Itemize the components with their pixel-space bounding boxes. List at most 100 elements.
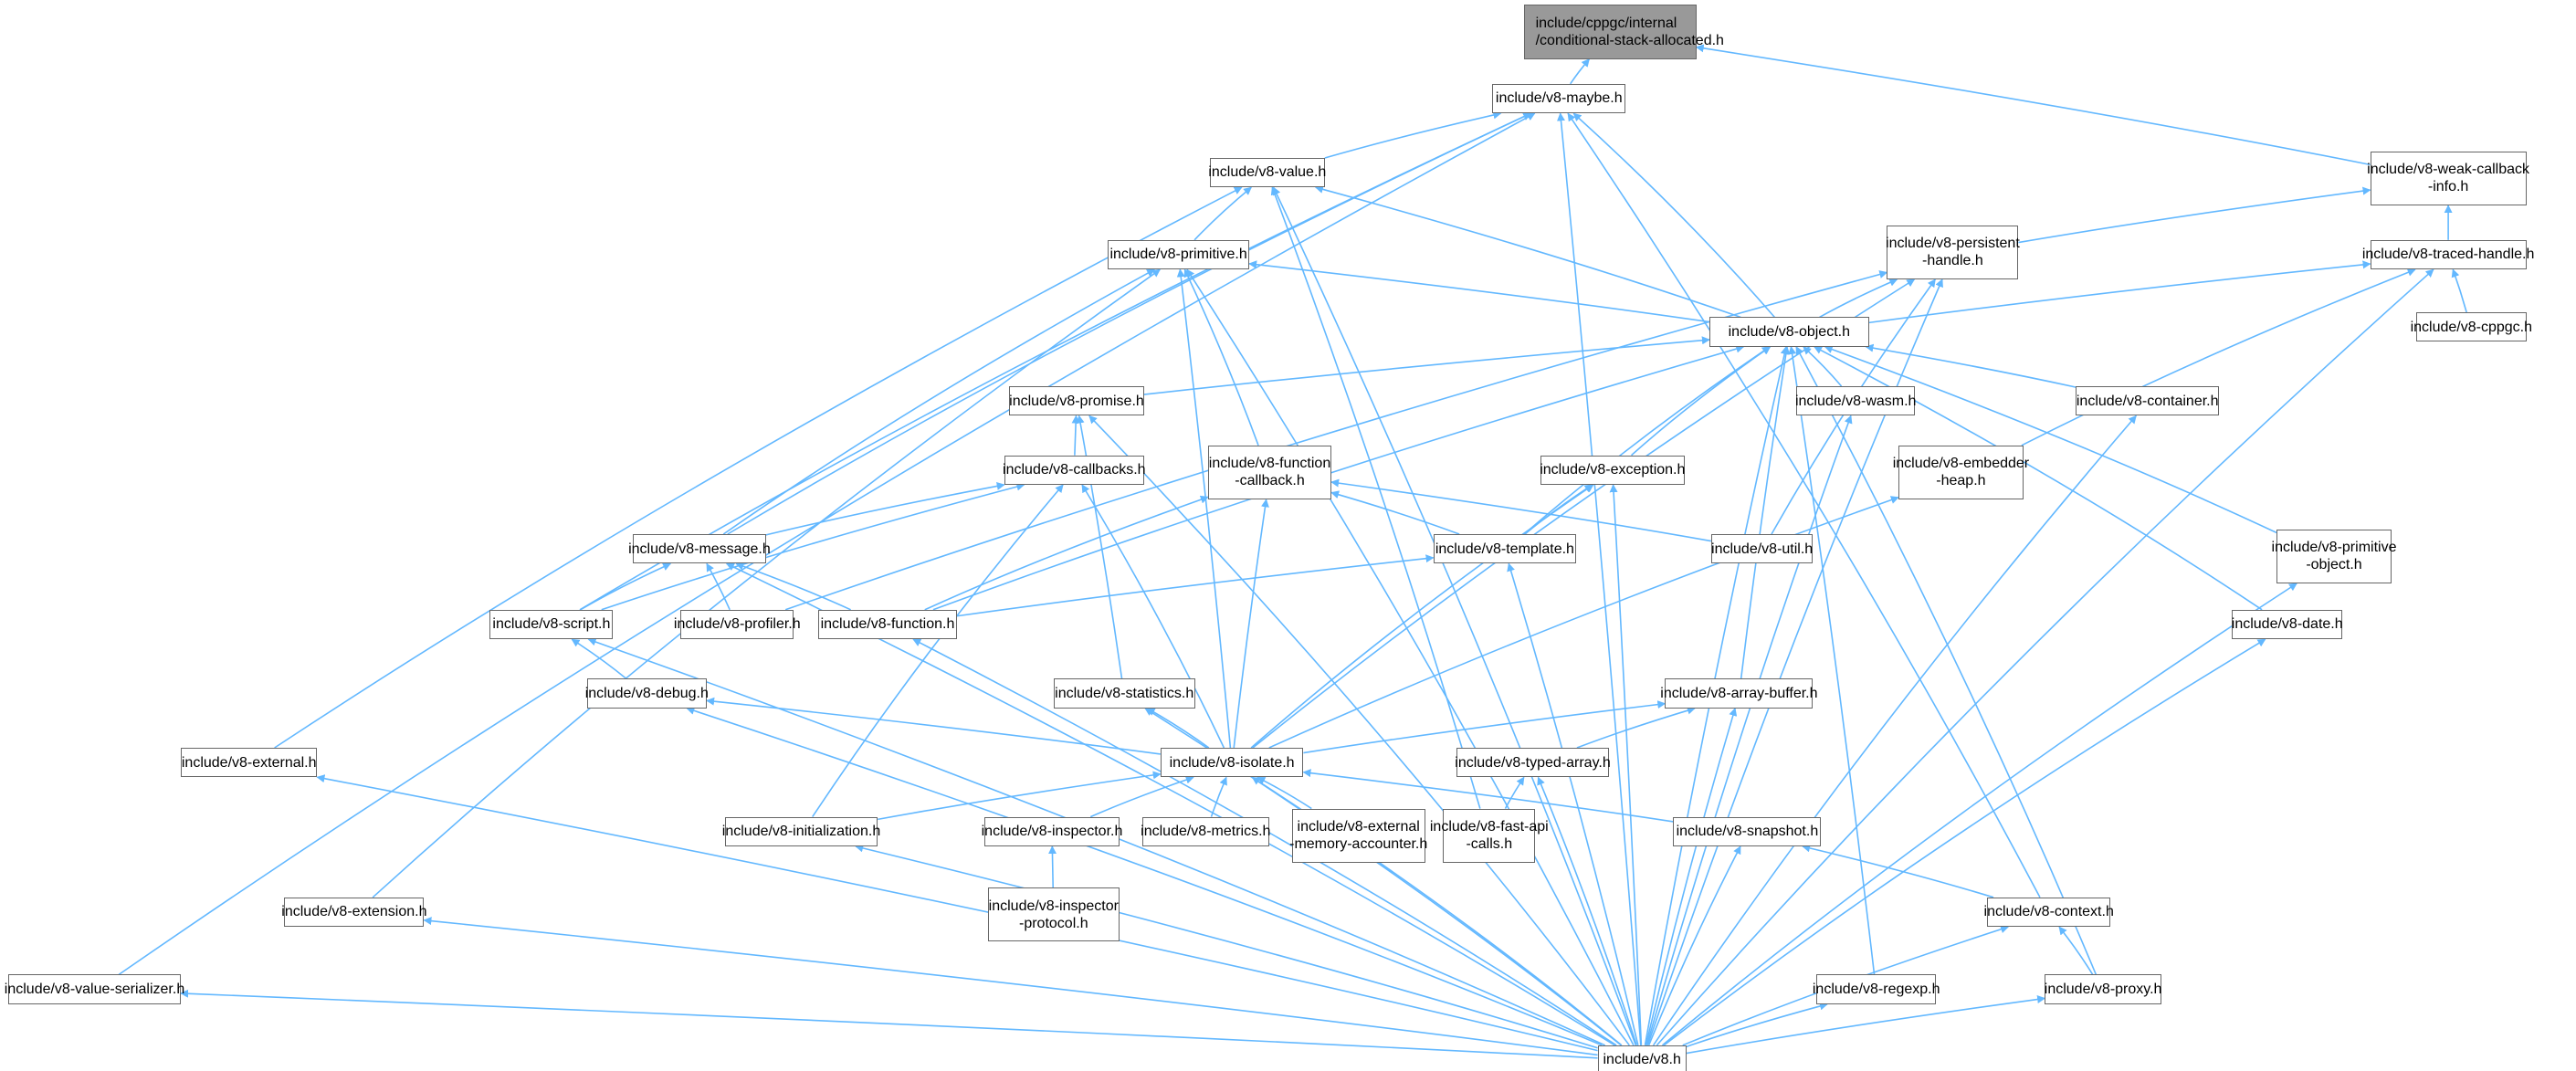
node-extension[interactable]: include/v8-extension.h — [281, 897, 427, 928]
node-debug[interactable]: include/v8-debug.h — [585, 678, 709, 709]
node-external[interactable]: include/v8-external.h — [181, 748, 318, 778]
node-date[interactable]: include/v8-date.h — [2232, 609, 2343, 640]
node-label: include/v8-embedder — [1892, 456, 2030, 472]
edge-v8-to-primitive — [1186, 268, 1635, 1046]
node-snapshot[interactable]: include/v8-snapshot.h — [1673, 816, 1822, 846]
node-label: include/v8-wasm.h — [1794, 393, 1917, 409]
node-primitive[interactable]: include/v8-primitive.h — [1108, 239, 1249, 270]
node-label: include/v8-inspector.h — [981, 824, 1123, 840]
node-wasm[interactable]: include/v8-wasm.h — [1794, 386, 1917, 416]
node-proxy[interactable]: include/v8-proxy.h — [2044, 974, 2162, 1004]
edge-regexp-to-object — [1788, 345, 1876, 975]
node-traced[interactable]: include/v8-traced-handle.h — [2362, 239, 2534, 270]
node-template[interactable]: include/v8-template.h — [1433, 534, 1577, 564]
node-label: include/v8-primitive.h — [1109, 247, 1247, 263]
node-label: include/v8-template.h — [1435, 541, 1574, 557]
edge-wasm-to-object — [1803, 346, 1843, 387]
node-label: include/v8-persistent — [1886, 236, 2020, 252]
node-util[interactable]: include/v8-util.h — [1710, 534, 1814, 564]
node-label: -heap.h — [1936, 473, 1986, 489]
node-label: include/v8-exception.h — [1540, 462, 1686, 478]
node-container[interactable]: include/v8-container.h — [2076, 386, 2219, 416]
edge-isolate-to-exception — [1250, 484, 1594, 749]
node-fastapi[interactable]: include/v8-fast-api-calls.h — [1430, 808, 1549, 863]
edge-metrics-to-isolate — [1210, 776, 1227, 817]
node-primobj[interactable]: include/v8-primitive-object.h — [2272, 529, 2396, 583]
node-statistics[interactable]: include/v8-statistics.h — [1053, 678, 1195, 709]
node-label: include/v8-statistics.h — [1055, 686, 1194, 702]
edge-v8-to-arraybuffer — [1645, 707, 1738, 1045]
edge-promise-to-object — [1143, 336, 1710, 395]
node-valser[interactable]: include/v8-value-serializer.h — [4, 974, 185, 1004]
edge-v8-to-maybe — [1557, 112, 1642, 1045]
node-inspproto[interactable]: include/v8-inspector-protocol.h — [987, 887, 1120, 942]
edge-function-to-message — [735, 562, 852, 611]
node-promise[interactable]: include/v8-promise.h — [1009, 386, 1144, 416]
edge-context-to-snapshot — [1802, 844, 1994, 898]
edge-object-to-primitive — [1248, 260, 1710, 323]
edge-value-to-maybe — [1324, 110, 1502, 159]
node-label: include/cppgc/internal — [1535, 16, 1677, 32]
node-object[interactable]: include/v8-object.h — [1709, 317, 1869, 347]
edge-fastapi-to-value — [1270, 186, 1481, 809]
node-persistent[interactable]: include/v8-persistent-handle.h — [1886, 225, 2020, 279]
node-arraybuffer[interactable]: include/v8-array-buffer.h — [1660, 678, 1818, 709]
node-label: -calls.h — [1466, 836, 1513, 853]
edge-primobj-to-object — [1824, 345, 2277, 534]
node-label: include/v8-container.h — [2076, 393, 2219, 409]
node-label: include/v8-callbacks.h — [1003, 462, 1146, 478]
node-label: include/v8-inspector — [988, 898, 1119, 914]
node-profiler[interactable]: include/v8-profiler.h — [674, 609, 801, 640]
edge-persistent-to-weakcb — [2018, 186, 2371, 244]
node-v8[interactable]: include/v8.h — [1597, 1045, 1687, 1071]
node-label: include/v8-value-serializer.h — [4, 982, 185, 998]
edge-object-to-traced — [1868, 260, 2371, 324]
node-metrics[interactable]: include/v8-metrics.h — [1141, 816, 1270, 846]
node-callbacks[interactable]: include/v8-callbacks.h — [1003, 455, 1146, 485]
edge-v8-to-value — [1272, 186, 1637, 1046]
edge-v8-to-wasm — [1645, 415, 1853, 1046]
edge-inspector-to-isolate — [1089, 775, 1194, 818]
node-extmem[interactable]: include/v8-external-memory-accounter.h — [1289, 808, 1427, 863]
node-funccb[interactable]: include/v8-function-callback.h — [1208, 445, 1331, 500]
node-label: include/v8-function — [1208, 456, 1331, 472]
node-embedder[interactable]: include/v8-embedder-heap.h — [1893, 445, 2029, 500]
node-label: include/v8-proxy.h — [2044, 982, 2162, 998]
node-script[interactable]: include/v8-script.h — [489, 609, 614, 640]
node-context[interactable]: include/v8-context.h — [1984, 897, 2114, 928]
node-maybe[interactable]: include/v8-maybe.h — [1492, 83, 1626, 114]
node-label: include/v8-message.h — [628, 541, 771, 557]
node-isolate[interactable]: include/v8-isolate.h — [1160, 748, 1304, 778]
edge-v8-to-traced — [1656, 268, 2434, 1046]
edge-arraybuffer-to-object — [1740, 345, 1791, 679]
node-function[interactable]: include/v8-function.h — [818, 609, 957, 640]
edge-typedarray-to-arraybuffer — [1576, 706, 1696, 749]
node-label: include/v8-object.h — [1728, 324, 1850, 341]
node-label: /conditional-stack-allocated.h — [1535, 33, 1724, 49]
edge-util-to-funccb — [1330, 478, 1711, 542]
node-value[interactable]: include/v8-value.h — [1208, 157, 1326, 188]
edge-template-to-funccb — [1330, 490, 1460, 535]
node-label: include/v8-weak-callback — [2367, 162, 2530, 178]
node-init[interactable]: include/v8-initialization.h — [722, 816, 880, 846]
node-cppgc[interactable]: include/cppgc/internal/conditional-stack… — [1523, 5, 1724, 59]
node-weakcb[interactable]: include/v8-weak-callback-info.h — [2367, 151, 2529, 205]
edge-proxy-to-context — [2058, 926, 2094, 975]
edge-v8-to-regexp — [1686, 1002, 1828, 1048]
edge-v8-to-proxy — [1686, 995, 2046, 1055]
node-label: include/v8-primitive — [2271, 540, 2397, 556]
edge-isolate-to-callbacks — [1081, 484, 1225, 749]
node-label: -callback.h — [1235, 473, 1305, 489]
edge-v8-to-typedarray — [1537, 776, 1638, 1046]
node-cppgch[interactable]: include/v8-cppgc.h — [2411, 312, 2532, 342]
node-typedarray[interactable]: include/v8-typed-array.h — [1455, 748, 1611, 778]
edge-v8-to-container — [1652, 415, 2137, 1046]
node-inspector[interactable]: include/v8-inspector.h — [981, 816, 1123, 846]
node-regexp[interactable]: include/v8-regexp.h — [1813, 974, 1940, 1004]
node-message[interactable]: include/v8-message.h — [628, 534, 771, 564]
node-exception[interactable]: include/v8-exception.h — [1540, 455, 1686, 485]
edge-extmem-to-isolate — [1256, 776, 1312, 810]
edge-valser-to-maybe — [118, 112, 1536, 976]
node-label: include/v8-profiler.h — [673, 616, 801, 633]
